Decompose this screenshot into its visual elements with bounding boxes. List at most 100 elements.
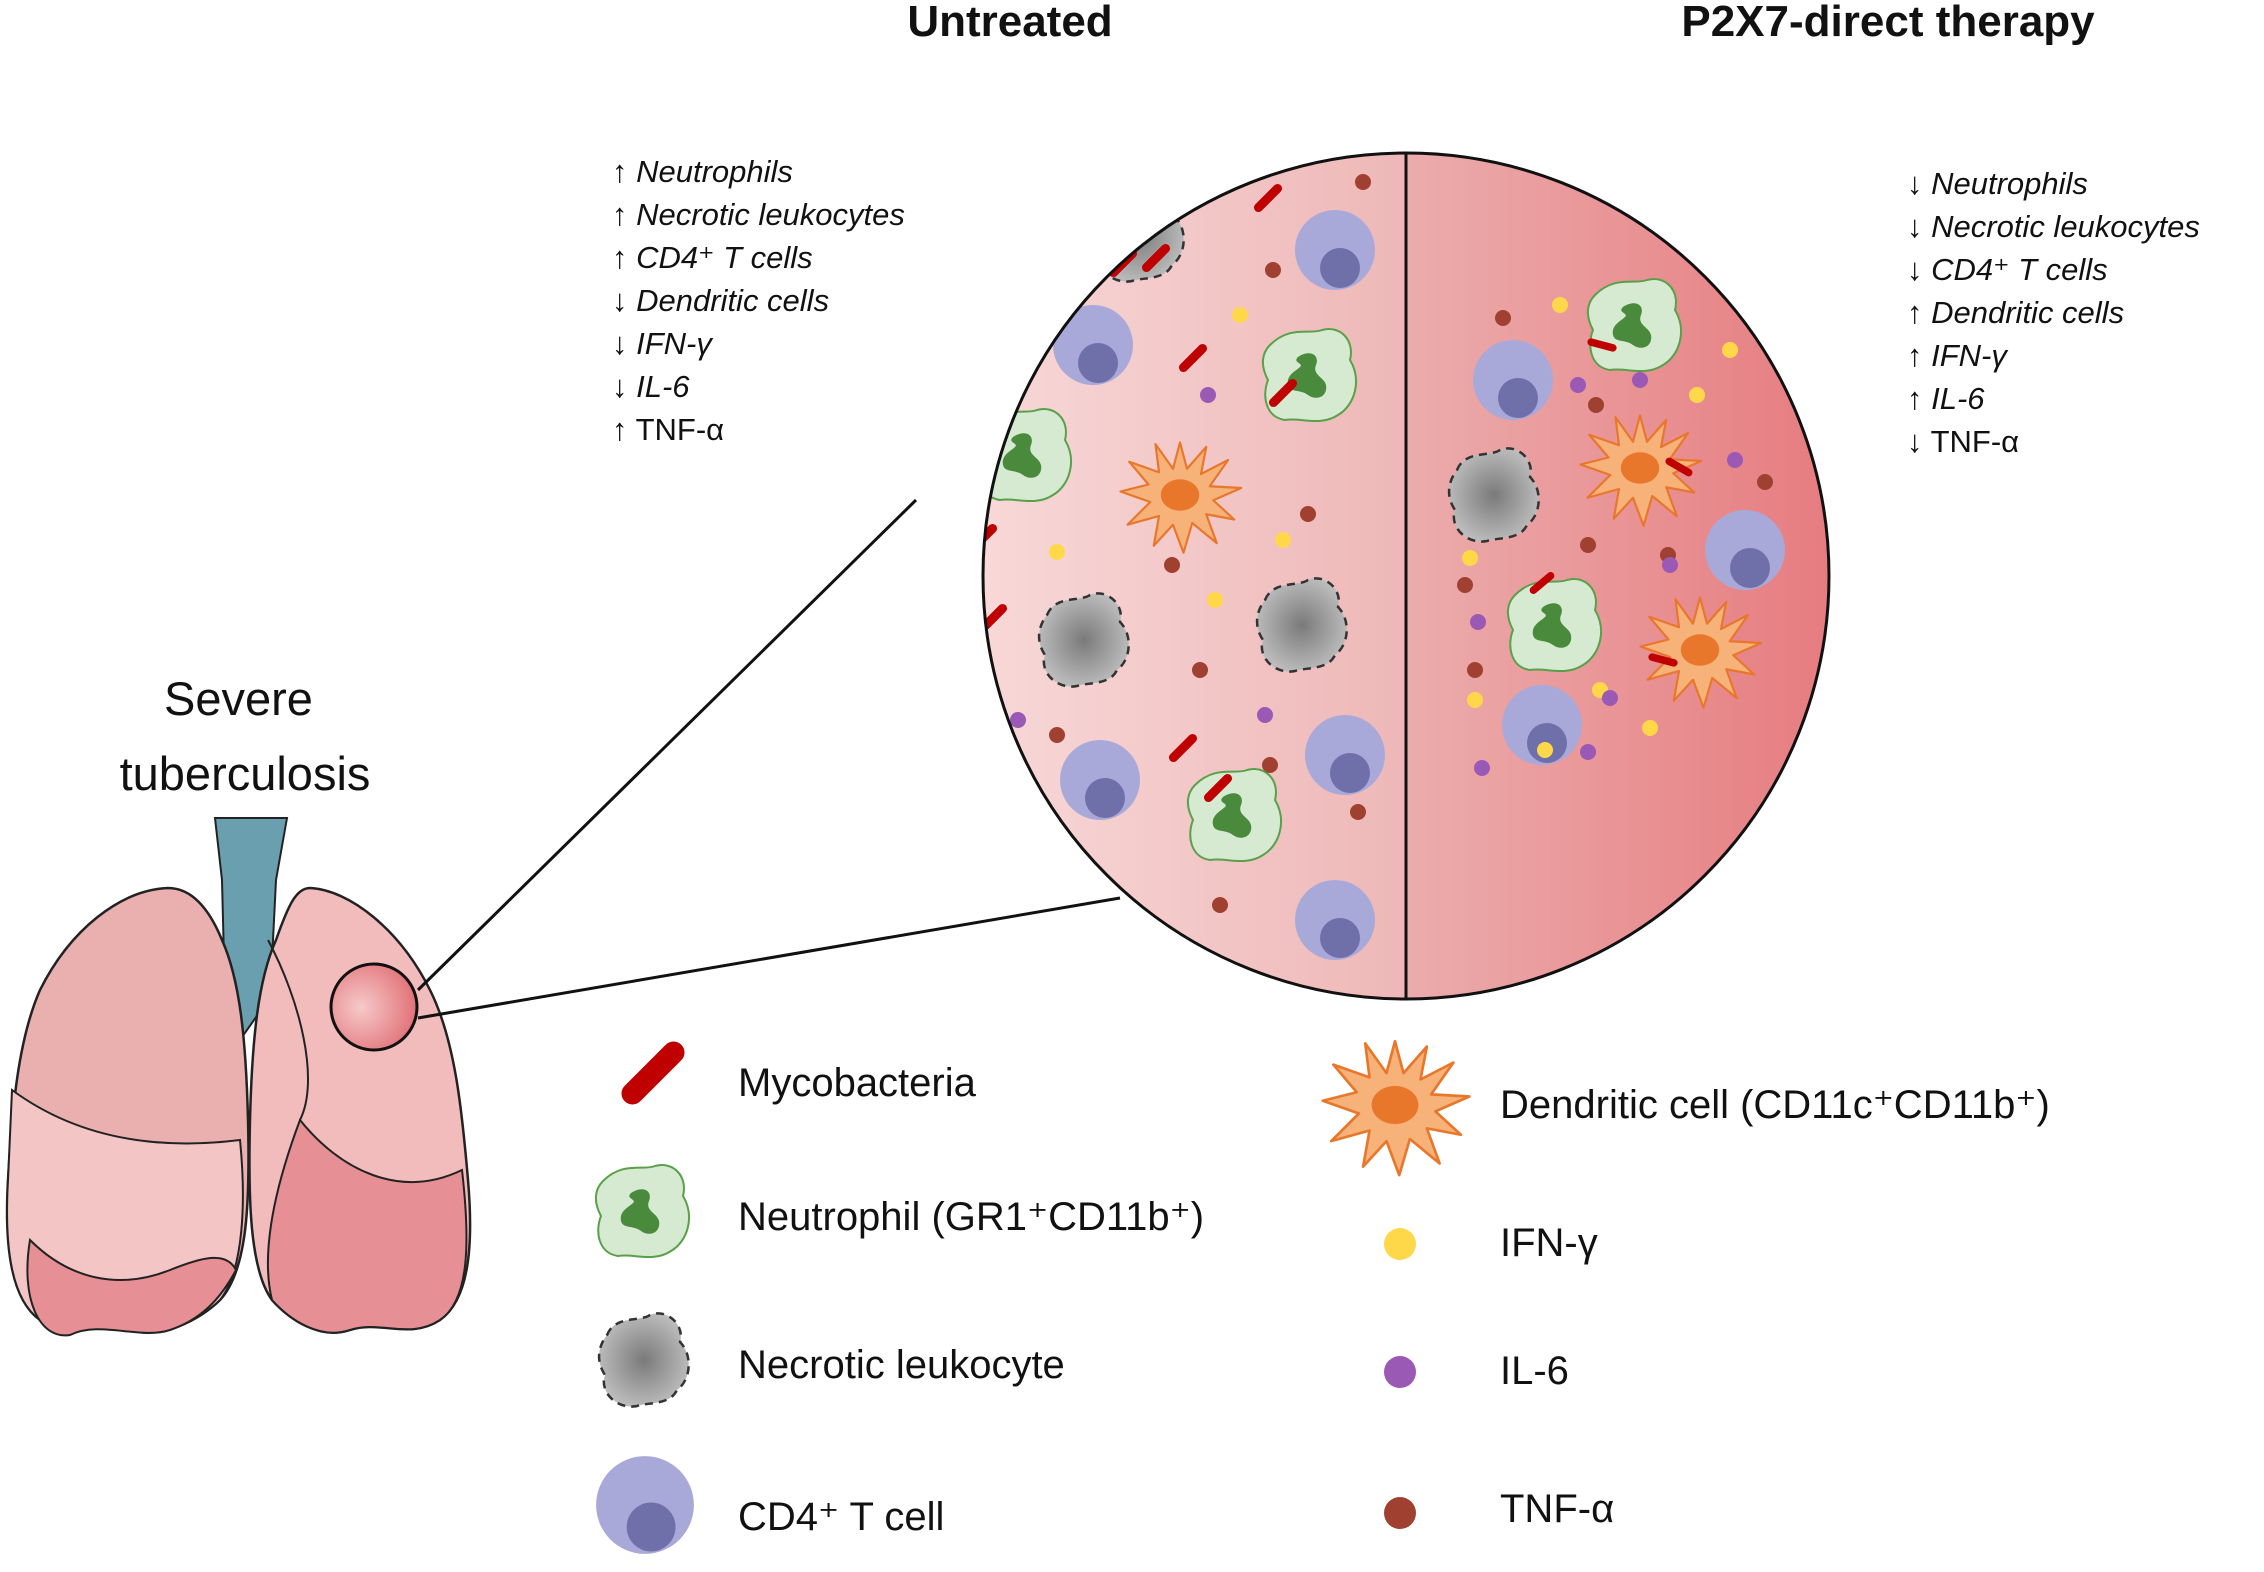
effect-label: IL-6 xyxy=(1931,381,1985,416)
cd4-t-cell xyxy=(1060,740,1140,820)
il6-icon xyxy=(1384,1356,1416,1388)
ifn-gamma-dot xyxy=(1552,297,1568,313)
effect-item: ↓ IL-6 xyxy=(612,369,690,404)
il6-dot xyxy=(1632,372,1648,388)
effect-label: IFN-γ xyxy=(1931,338,2008,373)
legend-label-mycobacteria: Mycobacteria xyxy=(738,1061,977,1105)
necrotic-leukocyte xyxy=(1092,187,1185,283)
ifn-gamma-dot xyxy=(1642,720,1658,736)
necrotic-leukocyte xyxy=(1255,577,1348,673)
ifn-gamma-dot xyxy=(1275,532,1291,548)
cd4-t-cell xyxy=(1705,510,1785,590)
legend-label-il6: IL-6 xyxy=(1500,1349,1569,1393)
il6-dot xyxy=(1010,712,1026,728)
up-arrow-icon: ↑ xyxy=(612,412,636,447)
il6-dot xyxy=(983,332,991,348)
effect-item: ↓ CD4⁺ T cells xyxy=(1907,252,2108,287)
legend-item-neutrophil: Neutrophil (GR1⁺CD11b⁺) xyxy=(594,1164,1204,1259)
mycobacterium xyxy=(1102,212,1134,244)
legend-label-neutrophil: Neutrophil (GR1⁺CD11b⁺) xyxy=(738,1195,1204,1239)
effect-label: IFN-γ xyxy=(636,326,713,361)
down-arrow-icon: ↓ xyxy=(1907,252,1931,287)
cd4-t-cell-icon xyxy=(596,1456,694,1554)
zoom-line-bottom xyxy=(417,896,1121,1020)
down-arrow-icon: ↓ xyxy=(612,283,636,318)
therapy-cytokines xyxy=(1457,297,1773,776)
cd4-t-cell xyxy=(1305,715,1385,795)
up-arrow-icon: ↑ xyxy=(612,240,636,275)
effect-item: ↓ IFN-γ xyxy=(612,326,713,361)
tnf-alpha-dot xyxy=(1190,185,1206,201)
effect-label: Necrotic leukocytes xyxy=(1931,209,2200,244)
legend-item-tnf-alpha: TNF-α xyxy=(1384,1487,1614,1531)
down-arrow-icon: ↓ xyxy=(1907,166,1931,201)
ifn-gamma-dot xyxy=(1049,544,1065,560)
ifn-gamma-dot xyxy=(1537,742,1553,758)
necrotic-leukocyte xyxy=(1447,447,1540,543)
effect-item: ↑ CD4⁺ T cells xyxy=(612,240,813,275)
down-arrow-icon: ↓ xyxy=(1907,424,1931,459)
tnf-alpha-dot xyxy=(1192,662,1208,678)
mycobacterium xyxy=(1085,153,1117,156)
lung-illustration xyxy=(5,817,472,1337)
left-lung-base xyxy=(26,1237,238,1337)
neutrophil xyxy=(1586,278,1683,373)
tnf-alpha-dot xyxy=(1355,174,1371,190)
il6-dot xyxy=(1602,690,1618,706)
legend-label-tnf-alpha: TNF-α xyxy=(1500,1487,1614,1531)
ifn-gamma-dot xyxy=(1689,387,1705,403)
effect-item: ↑ IL-6 xyxy=(1907,381,1985,416)
effect-item: ↑ Neutrophils xyxy=(612,154,793,189)
legend-item-ifn-gamma: IFN-γ xyxy=(1384,1221,1598,1265)
zoom-line-top xyxy=(416,498,918,992)
il6-dot xyxy=(1470,614,1486,630)
tnf-alpha-dot xyxy=(1757,474,1773,490)
effect-item: ↓ Dendritic cells xyxy=(612,283,829,318)
il6-dot xyxy=(1580,744,1596,760)
mycobacterium xyxy=(1012,277,1044,309)
legend-label-ifn-gamma: IFN-γ xyxy=(1500,1221,1598,1265)
tnf-alpha-dot xyxy=(1164,557,1180,573)
cd4-t-cell xyxy=(1295,880,1375,960)
cd4-t-cell xyxy=(1295,210,1375,290)
effect-label: CD4⁺ T cells xyxy=(636,240,813,275)
legend-item-il6: IL-6 xyxy=(1384,1349,1569,1393)
lung-title: Severe tuberculosis xyxy=(120,672,371,800)
il6-dot xyxy=(1662,557,1678,573)
legend-item-mycobacteria: Mycobacteria xyxy=(621,1041,977,1105)
right-lung-lower-lobe xyxy=(266,1118,468,1334)
ifn-gamma-dot xyxy=(1207,592,1223,608)
down-arrow-icon: ↓ xyxy=(612,369,636,404)
tnf-alpha-dot xyxy=(1467,662,1483,678)
legend-label-cd4-t-cell: CD4⁺ T cell xyxy=(738,1495,944,1539)
tnf-alpha-dot xyxy=(1300,506,1316,522)
tissue-zoom-circle xyxy=(981,151,1831,1001)
ifn-gamma-dot xyxy=(1467,692,1483,708)
lesion-highlight xyxy=(329,962,419,1052)
necrotic-leukocyte-icon xyxy=(597,1312,690,1408)
effect-item: ↑ IFN-γ xyxy=(1907,338,2008,373)
effect-item: ↑ TNF-α xyxy=(612,412,724,447)
neutrophil-icon xyxy=(594,1164,691,1259)
effect-label: TNF-α xyxy=(1931,424,2020,459)
effect-item: ↓ Necrotic leukocytes xyxy=(1907,209,2200,244)
untreated-effects-list: ↑ Neutrophils↑ Necrotic leukocytes↑ CD4⁺… xyxy=(612,154,905,447)
il6-dot xyxy=(1727,452,1743,468)
ifn-gamma-dot xyxy=(1462,550,1478,566)
legend-label-dendritic-cell: Dendritic cell (CD11c⁺CD11b⁺) xyxy=(1500,1083,2050,1127)
neutrophil xyxy=(1261,328,1358,423)
right-lung-fissure xyxy=(267,939,309,1121)
necrotic-leukocyte xyxy=(1037,592,1130,688)
il6-dot xyxy=(1474,760,1490,776)
mycobacteria-icon xyxy=(621,1041,685,1105)
effect-item: ↓ TNF-α xyxy=(1907,424,2019,459)
tnf-alpha-dot xyxy=(1350,804,1366,820)
effect-label: Dendritic cells xyxy=(636,283,829,318)
down-arrow-icon: ↓ xyxy=(612,326,636,361)
up-arrow-icon: ↑ xyxy=(1907,381,1931,416)
panel-title-untreated: Untreated xyxy=(907,0,1112,46)
up-arrow-icon: ↑ xyxy=(1907,338,1931,373)
cd4-t-cell xyxy=(1135,153,1215,180)
tnf-alpha-dot xyxy=(1049,727,1065,743)
